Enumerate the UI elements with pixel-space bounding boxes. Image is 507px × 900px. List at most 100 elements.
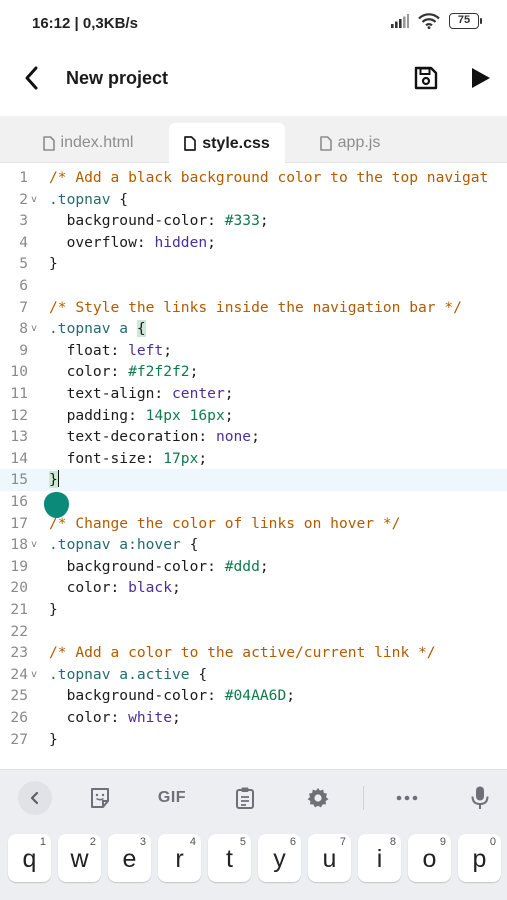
microphone-button[interactable] — [463, 781, 497, 815]
code-line[interactable]: 17/* Change the color of links on hover … — [0, 513, 507, 535]
key-number-hint: 8 — [389, 836, 396, 848]
tab-style-css[interactable]: style.css — [169, 123, 285, 164]
key-letter: e — [122, 845, 137, 873]
line-number: 3 — [19, 212, 28, 230]
code-line[interactable]: 7/* Style the links inside the navigatio… — [0, 297, 507, 319]
settings-button[interactable] — [301, 781, 335, 815]
keyboard-back-button[interactable] — [18, 781, 52, 815]
line-number: 8 — [19, 320, 28, 338]
code-line[interactable]: 21} — [0, 599, 507, 621]
line-number: 5 — [19, 255, 28, 273]
code-line[interactable]: 10 color: #f2f2f2; — [0, 361, 507, 383]
line-number: 6 — [19, 277, 28, 294]
code-line[interactable]: 5} — [0, 253, 507, 275]
code-line[interactable]: 12 padding: 14px 16px; — [0, 405, 507, 427]
cursor-drag-handle[interactable] — [43, 484, 70, 520]
line-number: 11 — [10, 385, 28, 402]
fold-toggle-icon[interactable]: v — [31, 193, 38, 205]
code-text: /* Add a color to the active/current lin… — [49, 644, 436, 662]
code-text: text-decoration: none; — [49, 428, 260, 446]
code-line[interactable]: 1 /* Add a black background color to the … — [0, 167, 507, 189]
fold-toggle-icon[interactable]: v — [31, 668, 38, 680]
line-number: 1 — [19, 169, 28, 186]
line-number: 20 — [10, 579, 28, 597]
run-button[interactable] — [466, 64, 494, 92]
clipboard-icon — [236, 787, 254, 809]
code-text: background-color: #04AA6D; — [49, 687, 296, 705]
code-line[interactable]: 6 — [0, 275, 507, 297]
code-text: background-color: #ddd; — [49, 557, 269, 575]
code-text: .topnav { — [49, 190, 129, 208]
code-line[interactable]: 19 background-color: #ddd; — [0, 556, 507, 578]
battery-icon: 75 — [449, 13, 482, 29]
status-icons: 75 — [391, 13, 482, 29]
tab-app-js[interactable]: app.js — [302, 123, 398, 163]
line-number: 7 — [19, 298, 28, 316]
gif-button[interactable]: GIF — [150, 781, 194, 815]
code-text: text-align: center; — [49, 385, 234, 402]
file-icon — [319, 135, 332, 151]
code-text: /* Add a black background color to the t… — [49, 169, 489, 186]
tab-index-html[interactable]: index.html — [24, 123, 152, 163]
file-tabs: index.html style.css app.js — [0, 116, 507, 164]
code-line[interactable]: 22 — [0, 621, 507, 643]
save-icon — [414, 66, 438, 90]
tab-label: app.js — [337, 134, 381, 151]
line-number: 13 — [10, 428, 28, 446]
code-text: overflow: hidden; — [49, 233, 216, 251]
clipboard-button[interactable] — [228, 781, 262, 815]
line-number: 15 — [10, 471, 28, 489]
code-line[interactable]: 3 background-color: #333; — [0, 210, 507, 232]
code-line[interactable]: 27} — [0, 729, 507, 751]
code-line[interactable]: 16 — [0, 491, 507, 513]
code-line[interactable]: 4 overflow: hidden; — [0, 232, 507, 254]
key-letter: r — [175, 845, 184, 873]
code-text: font-size: 17px; — [49, 449, 208, 467]
key-number-hint: 0 — [489, 836, 496, 848]
code-line[interactable]: 11 text-align: center; — [0, 383, 507, 405]
code-text: .topnav a.active { — [49, 665, 208, 683]
code-line[interactable]: 14 font-size: 17px; — [0, 448, 507, 470]
line-number: 23 — [10, 644, 28, 662]
code-line[interactable]: 13 text-decoration: none; — [0, 426, 507, 448]
code-line[interactable]: 20 color: black; — [0, 577, 507, 599]
code-text: } — [49, 470, 60, 489]
code-line[interactable]: 9 float: left; — [0, 340, 507, 362]
line-number: 21 — [10, 601, 28, 618]
line-number: 4 — [19, 233, 28, 251]
code-line[interactable]: 15} — [0, 469, 507, 491]
back-button[interactable] — [20, 64, 46, 92]
code-line[interactable]: 26 color: white; — [0, 707, 507, 729]
code-text: float: left; — [49, 341, 173, 359]
save-button[interactable] — [412, 64, 440, 92]
code-line[interactable]: 25 background-color: #04AA6D; — [0, 685, 507, 707]
code-editor[interactable]: 1 /* Add a black background color to the … — [0, 167, 507, 767]
line-number: 24 — [10, 665, 28, 683]
sticker-button[interactable] — [83, 781, 117, 815]
fold-toggle-icon[interactable]: v — [31, 323, 38, 335]
more-button[interactable] — [390, 781, 424, 815]
code-line[interactable]: 23 /* Add a color to the active/current l… — [0, 642, 507, 664]
line-number: 9 — [19, 341, 28, 359]
code-text: } — [49, 730, 58, 748]
line-number: 26 — [10, 709, 28, 726]
fold-toggle-icon[interactable]: v — [31, 539, 38, 551]
gif-label: GIF — [157, 789, 187, 806]
line-number: 19 — [10, 557, 28, 575]
microphone-icon — [471, 786, 489, 809]
back-arrow-icon — [25, 66, 38, 90]
